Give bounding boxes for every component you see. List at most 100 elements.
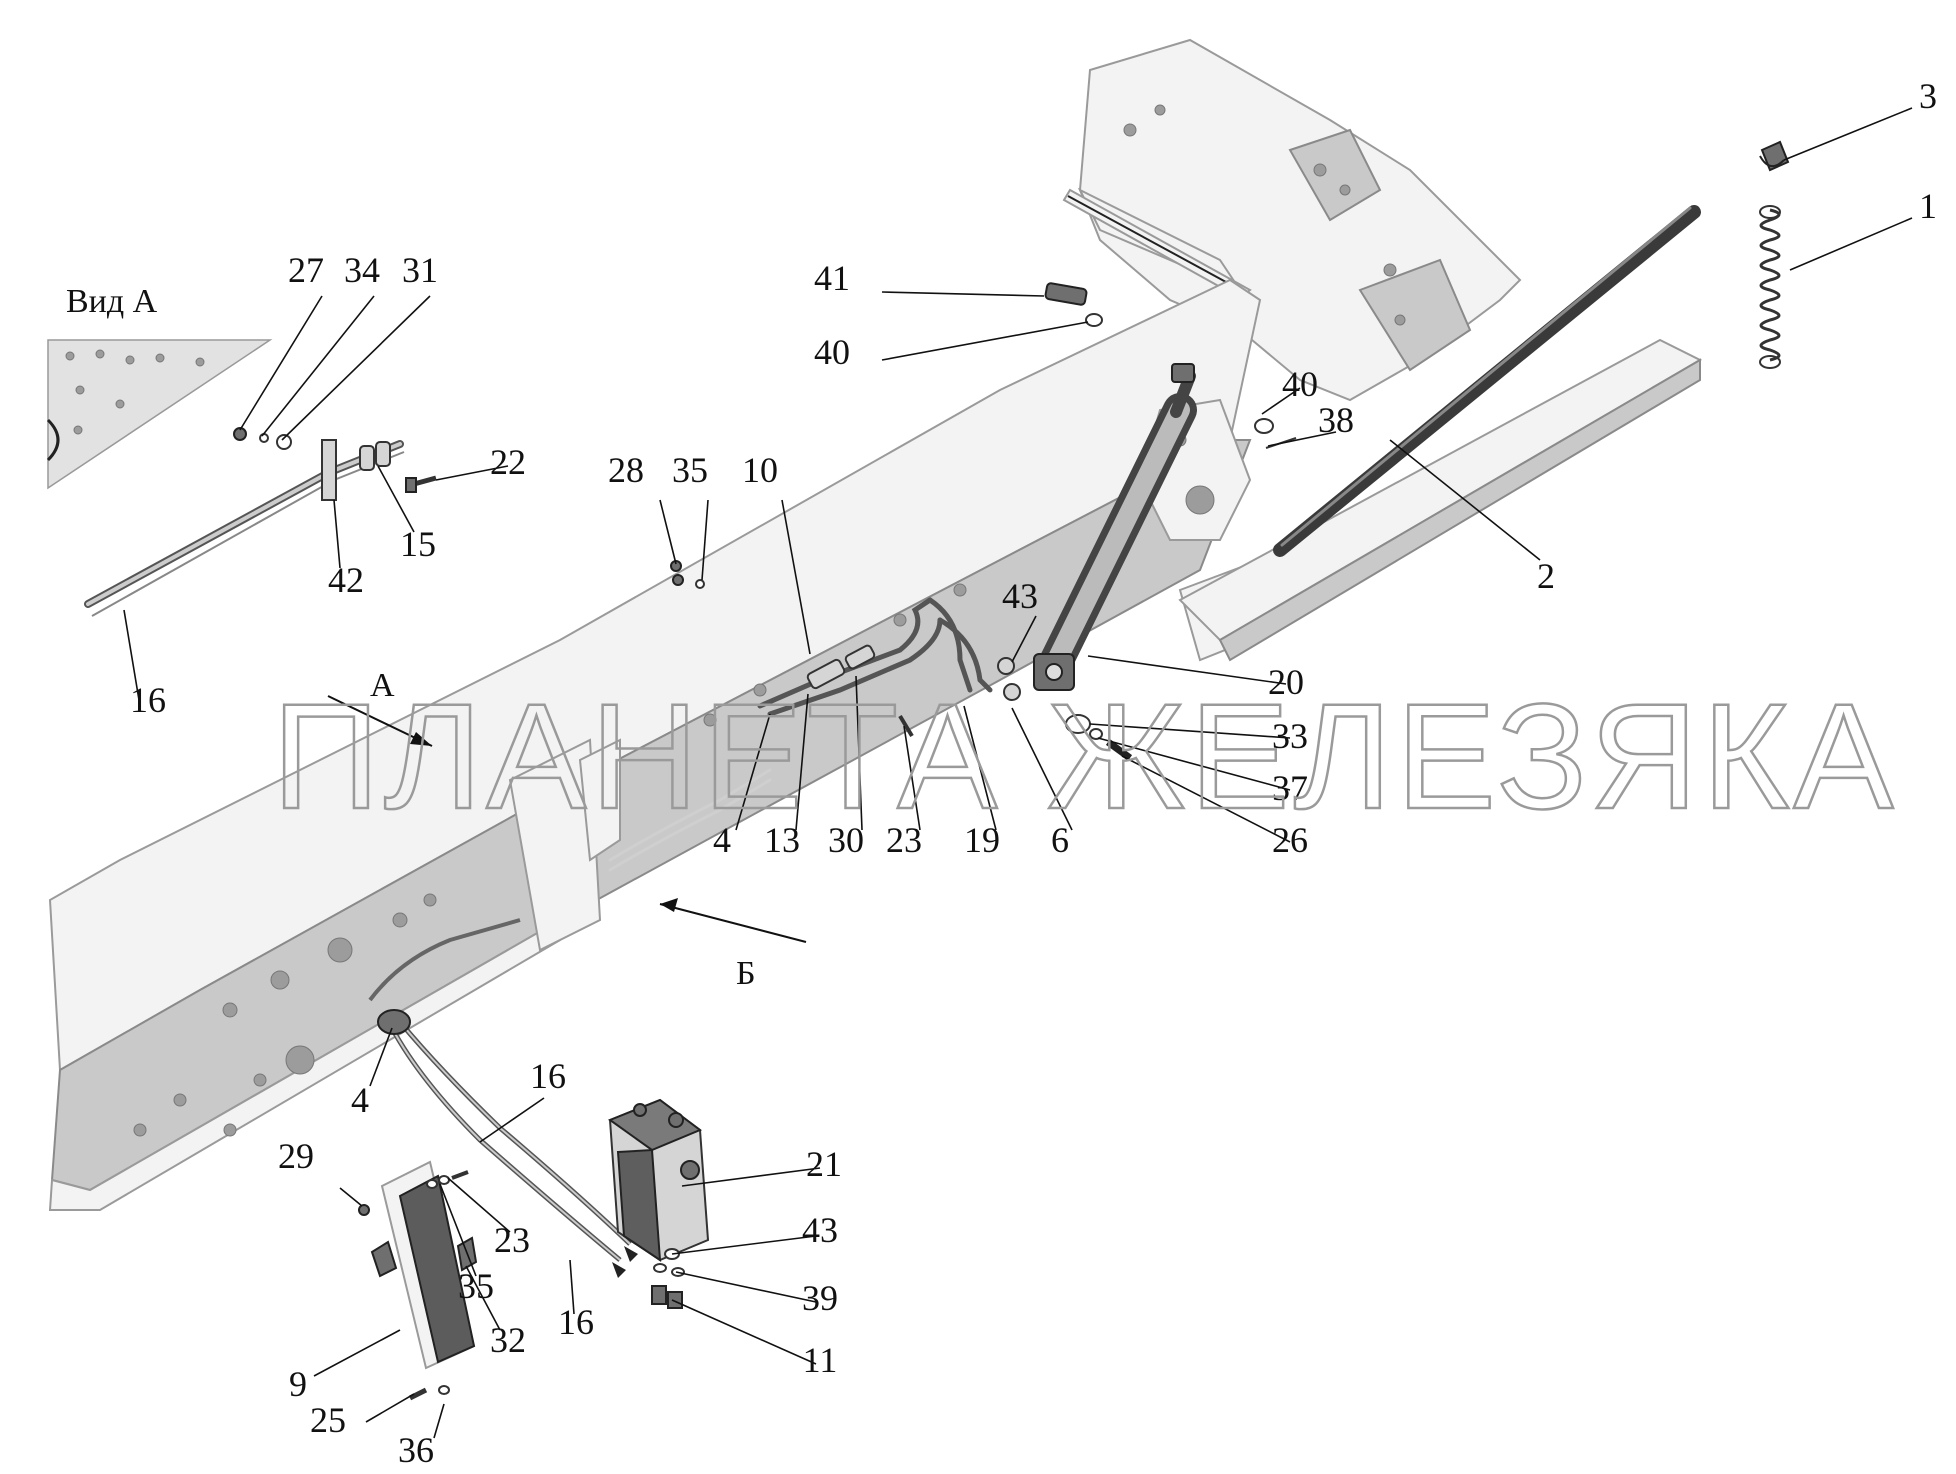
callout-15: 15 xyxy=(400,524,436,564)
callout-35: 35 xyxy=(672,450,708,490)
callout-23: 23 xyxy=(494,1220,530,1260)
leader-line-30 xyxy=(855,675,863,831)
arrow-b-label: Б xyxy=(736,955,756,992)
leader-line-26 xyxy=(1121,755,1291,843)
leader-line-20 xyxy=(1087,655,1287,685)
part-21-valve xyxy=(607,1098,710,1262)
callout-42: 42 xyxy=(328,560,364,600)
callout-13: 13 xyxy=(764,820,800,860)
arrow-b xyxy=(659,898,807,943)
callout-25: 25 xyxy=(310,1400,346,1440)
callout-21: 21 xyxy=(806,1144,842,1184)
callout-27: 27 xyxy=(288,250,324,290)
leader-line-25 xyxy=(365,1393,415,1423)
callout-3: 3 xyxy=(1919,76,1937,116)
leader-line-33 xyxy=(1089,723,1291,739)
leader-line-37 xyxy=(1097,737,1291,791)
callout-28: 28 xyxy=(608,450,644,490)
part-15-clamp xyxy=(359,441,391,471)
leader-line-11 xyxy=(671,1299,817,1365)
callout-40: 40 xyxy=(814,332,850,372)
callout-4: 4 xyxy=(351,1080,369,1120)
leader-line-35 xyxy=(439,1183,477,1277)
leader-line-2 xyxy=(1389,439,1541,561)
parts-27-34-31-hardware xyxy=(233,427,292,450)
leader-line-1 xyxy=(1789,217,1913,271)
view-a-inset xyxy=(46,339,273,490)
callout-30: 30 xyxy=(828,820,864,860)
callout-16: 16 xyxy=(558,1302,594,1342)
callout-19: 19 xyxy=(964,820,1000,860)
callout-32: 32 xyxy=(490,1320,526,1360)
callout-33: 33 xyxy=(1272,716,1308,756)
leader-line-35 xyxy=(701,499,709,581)
leader-line-43 xyxy=(1011,615,1037,663)
callout-11: 11 xyxy=(803,1340,838,1380)
leader-line-15 xyxy=(377,465,415,533)
callout-26: 26 xyxy=(1272,820,1308,860)
leader-line-40 xyxy=(881,321,1089,361)
hydraulic-lines xyxy=(608,597,1021,872)
leader-line-36 xyxy=(433,1403,445,1439)
arrow-a-label: А xyxy=(370,667,395,704)
callout-1: 1 xyxy=(1919,186,1937,226)
leader-line-42 xyxy=(333,499,341,569)
leader-line-13 xyxy=(795,693,809,831)
callout-34: 34 xyxy=(344,250,380,290)
leader-line-4 xyxy=(369,1027,393,1087)
upper-cab-frame xyxy=(1062,38,1522,402)
part-2-rod xyxy=(1273,205,1701,557)
leader-line-10 xyxy=(781,499,811,655)
callout-10: 10 xyxy=(742,450,778,490)
callout-2: 2 xyxy=(1537,556,1555,596)
watermark: ПЛАНЕТА ЖЕЛЕЗЯКА xyxy=(272,672,1897,840)
callout-43: 43 xyxy=(1002,576,1038,616)
leader-line-39 xyxy=(675,1271,817,1303)
leader-line-28 xyxy=(659,499,677,565)
callout-16: 16 xyxy=(530,1056,566,1096)
part-1-spring xyxy=(1759,205,1781,369)
part-40-washer-upper xyxy=(1085,313,1103,327)
part-23-bolt-middle xyxy=(898,714,914,738)
leader-line-43 xyxy=(671,1235,817,1255)
callout-22: 22 xyxy=(490,442,526,482)
leader-line-21 xyxy=(681,1167,821,1187)
leader-line-16 xyxy=(569,1259,575,1315)
leader-line-16 xyxy=(479,1097,545,1143)
leader-line-34 xyxy=(261,295,375,437)
leader-line-4 xyxy=(735,713,771,831)
callout-29: 29 xyxy=(278,1136,314,1176)
callout-6: 6 xyxy=(1051,820,1069,860)
leader-line-29 xyxy=(339,1187,363,1207)
callout-16: 16 xyxy=(130,680,166,720)
callout-40: 40 xyxy=(1282,364,1318,404)
parts-29-23-35-25-36-hardware xyxy=(358,1170,469,1401)
leader-line-3 xyxy=(1783,107,1913,161)
callout-37: 37 xyxy=(1272,768,1308,808)
callout-41: 41 xyxy=(814,258,850,298)
part-3-clip xyxy=(1759,140,1790,172)
part-20-cylinder xyxy=(1033,363,1197,691)
leader-line-38 xyxy=(1267,431,1337,447)
view-a-title: Вид А xyxy=(66,283,158,320)
callout-36: 36 xyxy=(398,1430,434,1470)
leader-line-16 xyxy=(123,609,141,707)
callout-20: 20 xyxy=(1268,662,1304,702)
leader-line-27 xyxy=(239,295,323,431)
part-40-washer-lower xyxy=(1254,418,1274,434)
arrow-a xyxy=(327,695,433,747)
callout-4: 4 xyxy=(713,820,731,860)
part-42-bracket xyxy=(321,439,337,501)
part-22-bolt xyxy=(405,475,437,493)
leader-line-32 xyxy=(465,1265,501,1331)
part-9-mounting-plate xyxy=(370,1160,478,1370)
callout-38: 38 xyxy=(1318,400,1354,440)
callout-39: 39 xyxy=(802,1278,838,1318)
callout-31: 31 xyxy=(402,250,438,290)
leader-line-23 xyxy=(447,1177,511,1233)
leader-line-9 xyxy=(313,1329,401,1377)
parts-33-37-26-hardware xyxy=(1065,714,1133,761)
leader-line-23 xyxy=(903,725,921,831)
leader-line-6 xyxy=(1011,707,1073,831)
